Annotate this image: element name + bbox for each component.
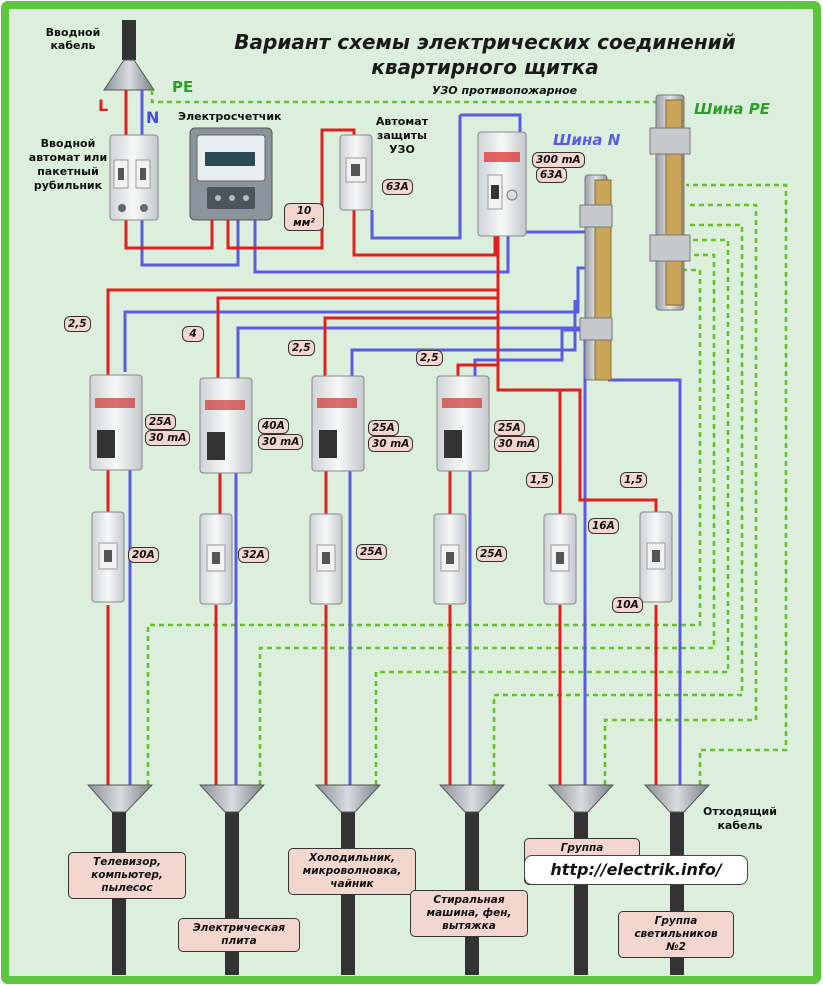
load-label-2: Электрическая плита xyxy=(178,918,300,952)
load-label-3: Холодильник, микроволновка, чайник xyxy=(288,848,416,895)
breaker-5-rating: 16A xyxy=(588,518,619,534)
meter-wire-badge: 10 мм² xyxy=(284,203,324,231)
uzo-protection-breaker xyxy=(339,134,373,211)
rcd-2 xyxy=(199,377,253,474)
load-label-6: Группа светильников №2 xyxy=(618,911,734,958)
title-line-1: Вариант схемы электрических соединений xyxy=(234,30,736,54)
breaker-3 xyxy=(309,513,343,605)
rcd-2-current: 30 mA xyxy=(258,434,304,450)
main-rcd-current: 300 mA xyxy=(532,152,585,168)
outgoing-cable-label: Отходящий кабель xyxy=(703,805,777,832)
neutral-label: N xyxy=(146,108,160,127)
section-badge-1: 2,5 xyxy=(64,316,91,332)
main-rcd xyxy=(477,131,527,237)
breaker-6-rating: 10A xyxy=(612,597,643,613)
main-breaker-label: Вводной автомат или пакетный рубильник xyxy=(28,137,108,192)
load-label-4: Стиральная машина, фен, вытяжка xyxy=(410,890,528,937)
diagram-title: Вариант схемы электрических соединений к… xyxy=(190,30,780,80)
phase-wires xyxy=(106,90,658,785)
pe-wires xyxy=(146,90,788,785)
uzo-breaker-label: Автомат защиты УЗО xyxy=(375,115,429,156)
title-line-2: квартирного щитка xyxy=(371,55,599,79)
breaker-1-rating: 20A xyxy=(128,547,159,563)
breaker-4-rating: 25A xyxy=(476,546,507,562)
rcd-1-current: 30 mA xyxy=(145,430,191,446)
rcd-4 xyxy=(436,375,490,472)
breaker-2 xyxy=(199,513,233,605)
rcd-4-current: 30 mA xyxy=(494,436,540,452)
breaker-1 xyxy=(91,511,125,603)
rcd-4-rating: 25A xyxy=(494,420,525,436)
rcd-1 xyxy=(89,374,143,471)
rcd-2-rating: 40A xyxy=(258,418,289,434)
rcd-3-rating: 25A xyxy=(368,420,399,436)
section-badge-3: 2,5 xyxy=(288,340,315,356)
rcd-3 xyxy=(311,375,365,472)
input-cable xyxy=(122,20,136,60)
breaker-3-rating: 25A xyxy=(356,544,387,560)
section-badge-4: 2,5 xyxy=(416,350,443,366)
pe-label: PE xyxy=(172,78,194,96)
uzo-breaker-rating: 63A xyxy=(382,179,413,195)
source-url: http://electrik.info/ xyxy=(524,855,748,885)
electricity-meter xyxy=(189,127,273,221)
neutral-bus-label: Шина N xyxy=(553,131,621,149)
rcd-1-rating: 25A xyxy=(145,414,176,430)
breaker-2-rating: 32A xyxy=(238,547,269,563)
rcd-3-current: 30 mA xyxy=(368,436,414,452)
section-badge-6: 1,5 xyxy=(620,472,647,488)
outgoing-cable-5 xyxy=(574,810,588,975)
meter-label: Электросчетчик xyxy=(178,110,282,123)
breaker-5 xyxy=(543,513,577,605)
circuit-breakers xyxy=(91,511,673,605)
pe-bus xyxy=(649,94,691,311)
section-badge-2: 4 xyxy=(182,326,204,342)
neutral-bus xyxy=(579,174,613,381)
input-cable-cone xyxy=(103,59,155,91)
input-cable-label: Вводной кабель xyxy=(45,26,101,52)
main-rcd-rating: 63A xyxy=(536,167,567,183)
main-breaker xyxy=(109,134,159,221)
load-label-1: Телевизор, компьютер, пылесос xyxy=(68,852,186,899)
fire-rcd-label: УЗО противопожарное xyxy=(432,84,578,97)
section-badge-5: 1,5 xyxy=(526,472,553,488)
phase-label: L xyxy=(98,96,109,115)
breaker-4 xyxy=(433,513,467,605)
outgoing-cable-cones xyxy=(86,784,711,813)
breaker-6 xyxy=(639,511,673,603)
rcd-devices xyxy=(89,374,490,474)
pe-bus-label: Шина PE xyxy=(694,100,770,118)
